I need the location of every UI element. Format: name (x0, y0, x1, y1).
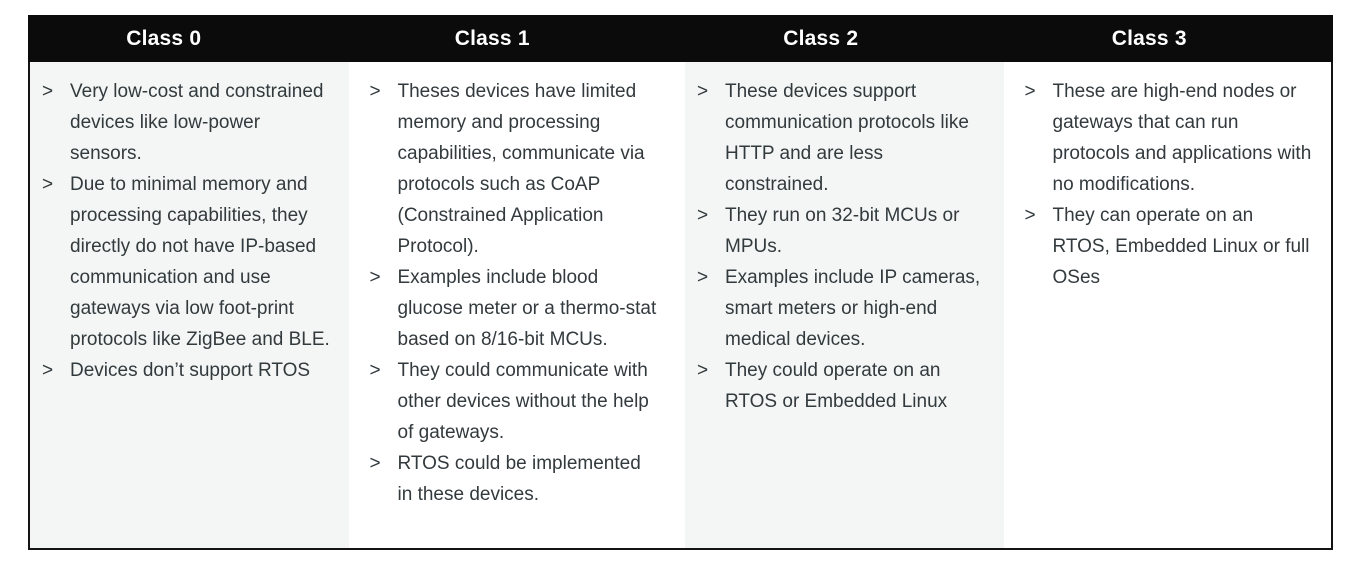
bullet-item: > They could communicate with other devi… (370, 355, 659, 448)
bullet-item: > They can operate on an RTOS, Embedded … (1025, 200, 1314, 293)
column-cell-class-0: > Very low-cost and constrained devices … (30, 62, 349, 548)
bullet-text: Due to minimal memory and processing cap… (70, 174, 330, 350)
bullet-marker-icon: > (1024, 81, 1036, 102)
column-header-class-0: Class 0 (126, 26, 202, 50)
bullet-item: > RTOS could be implemented in these dev… (370, 448, 659, 510)
bullet-marker-icon: > (697, 360, 709, 381)
column-cell-class-1: > Theses devices have limited memory and… (358, 62, 677, 548)
bullet-text: RTOS could be implemented in these devic… (397, 453, 641, 505)
bullet-text: Theses devices have limited memory and p… (397, 81, 645, 257)
bullet-marker-icon: > (697, 205, 709, 226)
bullet-text: Examples include IP cameras, smart meter… (725, 267, 981, 350)
bullet-text: These devices support communication prot… (725, 81, 969, 195)
bullet-item: > Examples include IP cameras, smart met… (697, 262, 986, 355)
bullet-text: These are high-end nodes or gateways tha… (1052, 81, 1312, 195)
bullet-item: > They could operate on an RTOS or Embed… (697, 355, 986, 417)
bullet-item: > Very low-cost and constrained devices … (42, 76, 331, 169)
bullet-item: > Devices don’t support RTOS (42, 355, 331, 386)
bullet-item: > Theses devices have limited memory and… (370, 76, 659, 262)
bullet-marker-icon: > (1024, 205, 1036, 226)
bullet-marker-icon: > (369, 360, 381, 381)
bullet-marker-icon: > (369, 453, 381, 474)
device-classes-table: Class 0 Class 1 Class 2 Class 3 > Very l… (28, 15, 1333, 550)
bullet-marker-icon: > (369, 81, 381, 102)
column-header-class-1: Class 1 (454, 26, 530, 50)
table-header-row: Class 0 Class 1 Class 2 Class 3 (28, 15, 1333, 62)
bullet-text: They could communicate with other device… (397, 360, 649, 443)
bullet-item: > These devices support communication pr… (697, 76, 986, 200)
bullet-text: Very low-cost and constrained devices li… (70, 81, 324, 164)
bullet-text: Examples include blood glucose meter or … (397, 267, 657, 350)
bullet-text: Devices don’t support RTOS (70, 360, 311, 381)
bullet-text: They could operate on an RTOS or Embedde… (725, 360, 948, 412)
bullet-marker-icon: > (697, 267, 709, 288)
bullet-marker-icon: > (42, 81, 54, 102)
bullet-marker-icon: > (42, 360, 54, 381)
bullet-item: > They run on 32-bit MCUs or MPUs. (697, 200, 986, 262)
column-header-class-3: Class 3 (1111, 26, 1187, 50)
table-body-row: > Very low-cost and constrained devices … (28, 62, 1333, 550)
bullet-item: > These are high-end nodes or gateways t… (1025, 76, 1314, 200)
bullet-item: > Due to minimal memory and processing c… (42, 169, 331, 355)
bullet-item: > Examples include blood glucose meter o… (370, 262, 659, 355)
bullet-marker-icon: > (369, 267, 381, 288)
bullet-text: They run on 32-bit MCUs or MPUs. (725, 205, 960, 257)
column-cell-class-2: > These devices support communication pr… (685, 62, 1004, 548)
bullet-marker-icon: > (42, 174, 54, 195)
column-header-class-2: Class 2 (783, 26, 859, 50)
bullet-text: They can operate on an RTOS, Embedded Li… (1052, 205, 1310, 288)
column-cell-class-3: > These are high-end nodes or gateways t… (1013, 62, 1332, 548)
bullet-marker-icon: > (697, 81, 709, 102)
